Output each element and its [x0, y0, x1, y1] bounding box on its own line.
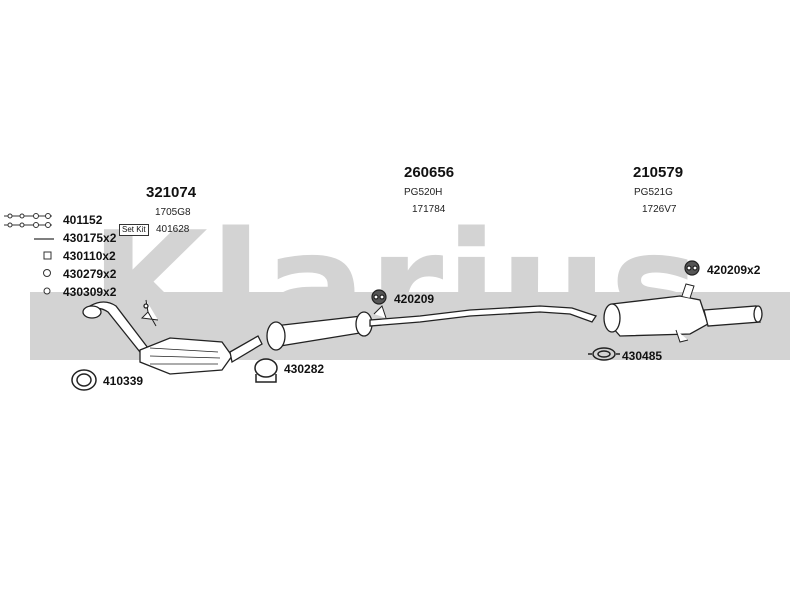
rear-silencer	[603, 283, 763, 343]
hanger-rear-icon	[684, 260, 700, 276]
hanger-rear-label: 420209x2	[707, 263, 761, 277]
rear-assembly-ref1: PG521G	[634, 187, 673, 198]
gasket-front-icon	[71, 369, 97, 391]
hanger-mid-icon	[371, 289, 387, 305]
kit-item-bolt: 401152	[63, 213, 103, 227]
bolt-icon	[4, 213, 52, 228]
front-pipe-catalyst	[82, 299, 263, 375]
front-kit-part: 401628	[156, 224, 190, 235]
nut-icon	[43, 251, 52, 260]
hanger-mid-label: 420209	[394, 292, 435, 306]
middle-assembly-part: 260656	[404, 164, 455, 181]
rear-assembly-part: 210579	[633, 164, 684, 181]
clamp-mid-label: 430282	[284, 362, 325, 376]
kit-item-washer: 430279x2	[63, 267, 117, 281]
middle-assembly-ref1: PG520H	[404, 187, 443, 198]
gasket-front-label: 410339	[103, 374, 144, 388]
set-kit-badge: Set Kit	[119, 224, 149, 236]
front-assembly-part: 321074	[146, 184, 197, 201]
front-assembly-ref: 1705G8	[155, 207, 191, 218]
middle-assembly-ref2: 171784	[412, 204, 446, 215]
kit-item-nut: 430110x2	[63, 249, 116, 263]
clamp-rear-label: 430485	[622, 349, 663, 363]
kit-item-stud: 430175x2	[63, 231, 117, 245]
rear-assembly-ref2: 1726V7	[642, 204, 677, 215]
clamp-mid-icon	[254, 358, 278, 383]
washer-icon	[43, 269, 51, 277]
middle-silencer	[266, 305, 598, 351]
kit-item-spring: 430309x2	[63, 285, 117, 299]
clamp-rear-icon	[588, 347, 620, 361]
spring-icon	[43, 287, 51, 295]
